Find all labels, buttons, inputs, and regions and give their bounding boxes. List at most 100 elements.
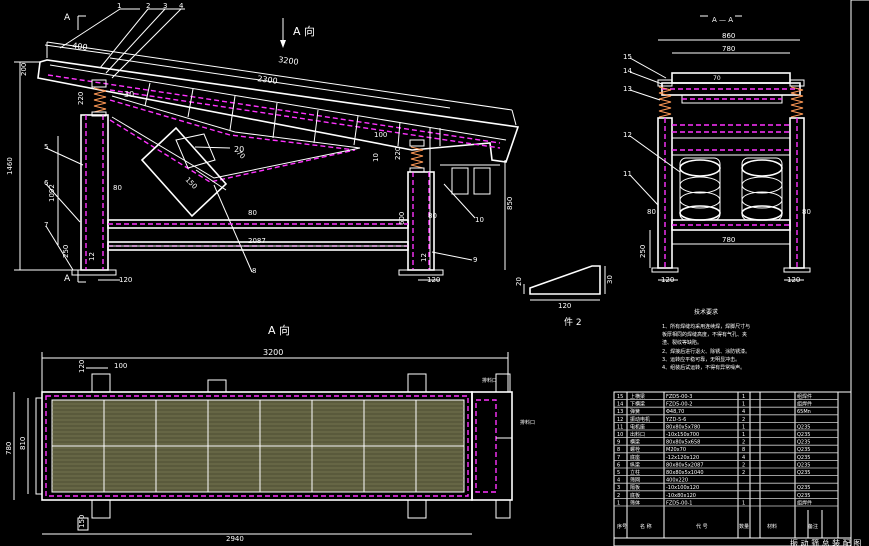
dim-250: 250 [62,245,70,258]
callout-8: 8 [252,267,256,275]
bom-cell: 筛网 [630,477,640,484]
callout-9: 9 [473,256,477,264]
bom-cell: 13 [617,409,623,415]
end-dim-70: 70 [713,75,721,82]
bom-cell: 7 [617,455,620,461]
dim-12a: 12 [88,252,96,261]
notes-line-4: 2、焊接后进行退火、除锈、涂防锈漆。 [662,348,750,355]
dim-850: 850 [506,197,514,210]
dim-120b: 120 [427,276,440,284]
bom-cell: -10x100x120 [666,485,699,491]
notes-title: 技术要求 [694,308,718,316]
technical-notes: 技术要求 1、所有焊缝均采用连续焊，焊脚尺寸与 板厚相同的焊缝高度，不得有气孔、… [662,308,750,371]
bom-cell: 3 [617,485,620,491]
end-callout-14: 14 [623,67,632,75]
end-callout-12: 12 [623,131,632,139]
end-dim-120b: 120 [787,276,800,284]
callout-10: 10 [475,216,484,224]
bom-cell: 2 [742,470,745,476]
bom-cell: YZD-5-6 [665,417,686,423]
dim-1092: 1092 [48,184,56,202]
bom-cell: Q235 [797,440,810,446]
end-view-motor-right [741,157,783,221]
bom-cell: 纵梁 [630,461,640,468]
bom-cell: 底座 [630,454,640,461]
bom-cell: 2 [742,440,745,446]
bom-cell: 4 [617,478,620,484]
plan-view-title: A 向 [268,323,290,337]
bom-cell: 65Mn [797,409,811,415]
bom-cell: 8 [617,447,620,453]
callout-7: 7 [44,221,48,229]
bom-header-no: 序号 [617,523,627,530]
bom-header-name: 名 称 [640,523,652,530]
bom-header-code: 代 号 [696,523,708,530]
dim-80b: 80 [248,209,257,217]
bom-cell: -10x150x700 [666,432,699,438]
dim-top-inner: 2300 [257,74,278,86]
callout-3: 3 [163,2,167,10]
drawing-title: 振 动 筛 总 装 配 图 [790,538,861,546]
bom-cell: 1 [742,432,745,438]
bom-cell: 1 [742,500,745,506]
notes-line-6: 4、组装后试运转，不得有异常噪声。 [662,364,745,371]
plan-dim-2940: 2940 [226,535,244,543]
bom-cell: FZD5-00-2 [666,402,692,408]
plan-note-outlet-top: 排料口 [482,377,497,384]
part2-dim-120: 120 [558,302,571,310]
bom-cell: 80x80x5x780 [666,424,700,430]
end-dim-120a: 120 [661,276,674,284]
bom-cell: 出料口 [630,431,645,438]
bom-cell: 底板 [630,492,640,499]
end-view-title: A — A [712,16,733,24]
bom-cell: 400x220 [666,478,688,484]
bom-cell: 2 [617,493,620,499]
bom-cell: 80x80x5x658 [666,440,700,446]
side-view: A A A 向 3200 2300 400 200 220 30 20 100 … [6,2,520,284]
bom-cell: Q235 [797,447,810,453]
bom-cell: Q235 [797,462,810,468]
bom-cell: 横梁 [630,439,640,446]
plan-dim-810: 810 [19,437,27,450]
end-callout-15: 15 [623,53,632,61]
section-mark-a-top: A [64,13,71,23]
plan-note-outlet-side: 排料口 [520,419,535,426]
dim-support-left: 220 [77,92,85,105]
notes-line-5: 3、运转应平稳可靠，无明显冲击。 [662,356,740,363]
end-dim-860: 860 [722,32,735,40]
end-dim-780: 780 [722,45,735,53]
bom-cell: Q235 [797,424,810,430]
bom-cell: Q235 [797,432,810,438]
bom-header-qty: 数量 [739,523,749,530]
bom-cell: 2 [742,462,745,468]
plan-view: A 向 [5,323,535,543]
bom-cell: Q235 [797,455,810,461]
bom-cell: 下横梁 [630,401,645,408]
end-callout-13: 13 [623,85,632,93]
bom-cell: M20x70 [666,447,686,453]
bom-cell: 12 [617,417,623,423]
bom-cell: Q235 [797,470,810,476]
dim-120a: 120 [119,276,132,284]
bom-cell: 立柱 [630,469,640,476]
dim-angle-30: 30 [124,90,134,99]
bom-cell: 1 [742,402,745,408]
dim-top-small: 200 [20,63,28,76]
dim-220b: 220 [394,147,402,160]
bom-cell: 2 [742,417,745,423]
dim-80c: 80 [428,212,437,220]
part2-dim-20: 20 [515,277,523,286]
bom-cell: 组焊件 [797,393,812,400]
dim-height-total: 1460 [6,157,14,175]
part2-dim-30: 30 [606,275,614,284]
end-callout-11: 11 [623,170,632,178]
bom-cell: 振动电机 [630,416,650,423]
bom-header-remark: 备注 [808,523,818,530]
bom-cell: 弹簧 [630,408,640,415]
plan-dim-780: 780 [5,442,13,455]
bom-cell: 8 [742,447,745,453]
notes-line-3: 渣、裂纹等缺陷。 [662,339,702,346]
callout-2: 2 [146,2,150,10]
bom-cell: 14 [617,402,623,408]
